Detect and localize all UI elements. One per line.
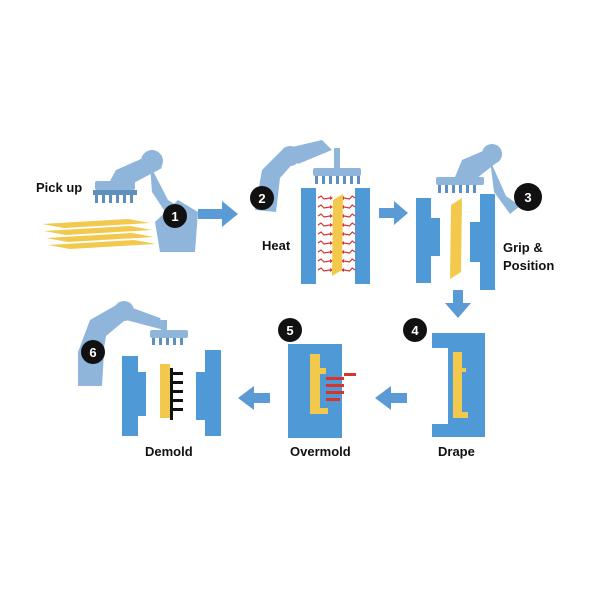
step-label: Pick up (36, 180, 82, 195)
heat-arrowhead-icon (330, 205, 333, 209)
step-number: 1 (171, 209, 178, 224)
step-label: Heat (262, 238, 291, 253)
heat-arrowhead-icon (341, 268, 344, 272)
heat-wave-icon (343, 195, 356, 200)
step-6-demold: 6 Demold (78, 301, 221, 459)
flow-arrow-left (238, 386, 270, 410)
heat-wave-icon (317, 195, 331, 200)
heat-arrowhead-icon (330, 268, 333, 272)
heat-arrowhead-icon (341, 232, 344, 236)
finished-part-ribs (170, 368, 183, 420)
step-badge (403, 318, 427, 342)
heat-arrowhead-icon (330, 214, 333, 218)
heat-wave-icon (343, 240, 356, 245)
overmold-ribs (326, 373, 356, 401)
step-number: 4 (411, 323, 419, 338)
heat-arrowhead-icon (341, 250, 344, 254)
heat-wave-icon (317, 204, 331, 209)
heat-wave-icon (317, 222, 331, 227)
step-label: Overmold (290, 444, 351, 459)
ply-stack-icon (42, 219, 156, 249)
step-label: Grip & (503, 240, 543, 255)
robot-arm-icon (436, 144, 520, 214)
flow-arrow-down (445, 290, 471, 318)
step-badge (81, 340, 105, 364)
heat-wave-icon (343, 222, 356, 227)
mold-icon (122, 350, 221, 436)
step-2-heat: 2 Heat (250, 140, 370, 284)
step-number: 3 (524, 190, 531, 205)
heat-wave-icon (317, 249, 331, 254)
heat-arrowhead-icon (330, 250, 333, 254)
heat-arrowhead-icon (330, 241, 333, 245)
step-badge (514, 183, 542, 211)
heat-waves (317, 195, 356, 272)
heat-arrowhead-icon (330, 259, 333, 263)
step-label: Drape (438, 444, 475, 459)
step-1-pick-up: 1 Pick up (36, 150, 198, 252)
heat-wave-icon (317, 231, 331, 236)
heat-wave-icon (317, 240, 331, 245)
heat-wave-icon (343, 204, 356, 209)
flow-arrow-right (198, 201, 238, 227)
step-number: 5 (286, 323, 293, 338)
flow-arrow-right (379, 201, 408, 225)
heat-arrowhead-icon (330, 196, 333, 200)
step-label-line-2: Position (503, 258, 554, 273)
heat-wave-icon (343, 258, 356, 263)
step-badge (278, 318, 302, 342)
step-badge (163, 204, 187, 228)
flow-arrow-left (375, 386, 407, 410)
heat-arrowhead-icon (341, 259, 344, 263)
mold-icon (288, 344, 356, 438)
step-number: 6 (89, 345, 96, 360)
step-3-grip-position: 3 Grip & Position (416, 144, 554, 290)
step-number: 2 (258, 191, 265, 206)
heat-arrowhead-icon (330, 232, 333, 236)
heat-wave-icon (317, 213, 331, 218)
heat-wave-icon (343, 231, 356, 236)
heat-arrowhead-icon (341, 241, 344, 245)
heat-wave-icon (317, 258, 331, 263)
heater-mold-icon (301, 188, 370, 284)
mold-icon (416, 194, 495, 290)
mold-icon (432, 333, 485, 437)
step-badge (250, 186, 274, 210)
step-5-overmold: 5 Overmold (278, 318, 356, 459)
heat-wave-icon (343, 267, 356, 272)
heat-arrowhead-icon (330, 223, 333, 227)
heat-wave-icon (343, 249, 356, 254)
step-label: Demold (145, 444, 193, 459)
heat-wave-icon (317, 267, 331, 272)
heat-wave-icon (343, 213, 356, 218)
step-4-drape: 4 Drape (403, 318, 485, 459)
